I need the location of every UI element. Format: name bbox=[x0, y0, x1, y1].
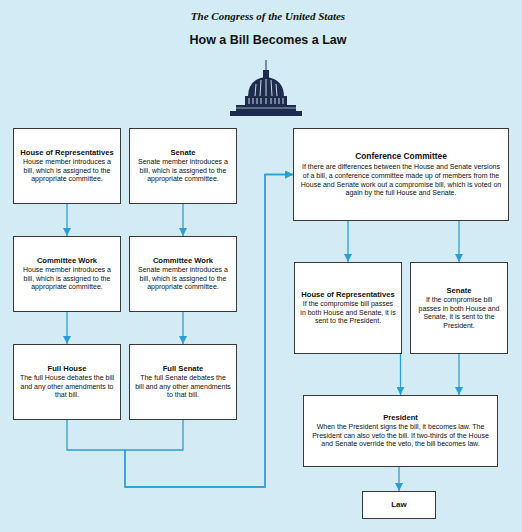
dome-drum bbox=[245, 96, 287, 105]
process-box: House of RepresentativesIf the compromis… bbox=[294, 262, 402, 354]
flow-arrow bbox=[66, 204, 67, 236]
process-box: Conference Committee If there are differe… bbox=[293, 128, 509, 221]
box-heading: Full House bbox=[48, 364, 87, 373]
dome-lantern bbox=[263, 70, 269, 78]
box-body: House member introduces a bill, which is… bbox=[19, 158, 115, 184]
flow-arrow bbox=[182, 312, 183, 344]
box-heading: House of Representatives bbox=[301, 290, 394, 299]
box-heading: Senate bbox=[447, 286, 472, 295]
dome bbox=[248, 77, 284, 97]
process-box: SenateSenate member introduces a bill, w… bbox=[129, 128, 237, 204]
dome-ribs bbox=[255, 79, 277, 96]
box-body: The full Senate debates the bill and any… bbox=[135, 374, 231, 400]
building-base bbox=[236, 105, 296, 111]
box-heading: Committee Work bbox=[37, 256, 97, 265]
process-box: SenateIf the compromise bill passes in b… bbox=[410, 262, 508, 354]
box-body: House member introduces a bill, which is… bbox=[19, 266, 115, 292]
diagram-title: How a Bill Becomes a Law bbox=[130, 33, 406, 47]
box-heading: Full Senate bbox=[163, 364, 204, 373]
box-body: If the compromise bill passes in both Ho… bbox=[416, 296, 502, 330]
process-box: Committee WorkHouse member introduces a … bbox=[13, 236, 121, 312]
flow-arrow bbox=[182, 204, 183, 236]
flow-arrow bbox=[67, 175, 293, 488]
process-box: PresidentWhen the President signs the bi… bbox=[303, 395, 498, 467]
flag-pole bbox=[266, 60, 267, 70]
process-box: Law bbox=[362, 491, 436, 519]
box-heading: House of Representatives bbox=[20, 148, 113, 157]
box-heading: Committee Work bbox=[153, 256, 213, 265]
box-label: Law bbox=[391, 500, 407, 510]
box-heading: President bbox=[383, 413, 418, 422]
box-body: If there are differences between the Hou… bbox=[299, 163, 503, 197]
process-box: Full HouseThe full House debates the bil… bbox=[13, 344, 121, 420]
flow-arrow bbox=[125, 175, 293, 488]
process-box: Full SenateThe full Senate debates the b… bbox=[129, 344, 237, 420]
flow-arrow bbox=[398, 467, 399, 491]
box-heading: Conference Committee bbox=[355, 151, 447, 161]
box-body: When the President signs the bill, it be… bbox=[309, 423, 492, 449]
box-body: If the compromise bill passes in both Ho… bbox=[300, 300, 396, 326]
flow-arrow bbox=[458, 221, 459, 262]
box-body: The full House debates the bill and any … bbox=[19, 374, 115, 400]
process-box: Committee WorkSenate member introduces a… bbox=[129, 236, 237, 312]
box-body: Senate member introduces a bill, which i… bbox=[135, 158, 231, 184]
building-plinth bbox=[230, 111, 302, 116]
base-stripe bbox=[236, 108, 296, 109]
flow-arrow bbox=[458, 354, 459, 395]
process-box: House of RepresentativesHouse member int… bbox=[13, 128, 121, 204]
flow-arrow bbox=[347, 221, 348, 262]
box-heading: Senate bbox=[171, 148, 196, 157]
flow-arrow bbox=[400, 354, 401, 395]
flow-arrow bbox=[66, 312, 67, 344]
series-heading: The Congress of the United States bbox=[130, 10, 406, 22]
box-body: Senate member introduces a bill, which i… bbox=[135, 266, 231, 292]
drum-columns bbox=[249, 98, 283, 104]
